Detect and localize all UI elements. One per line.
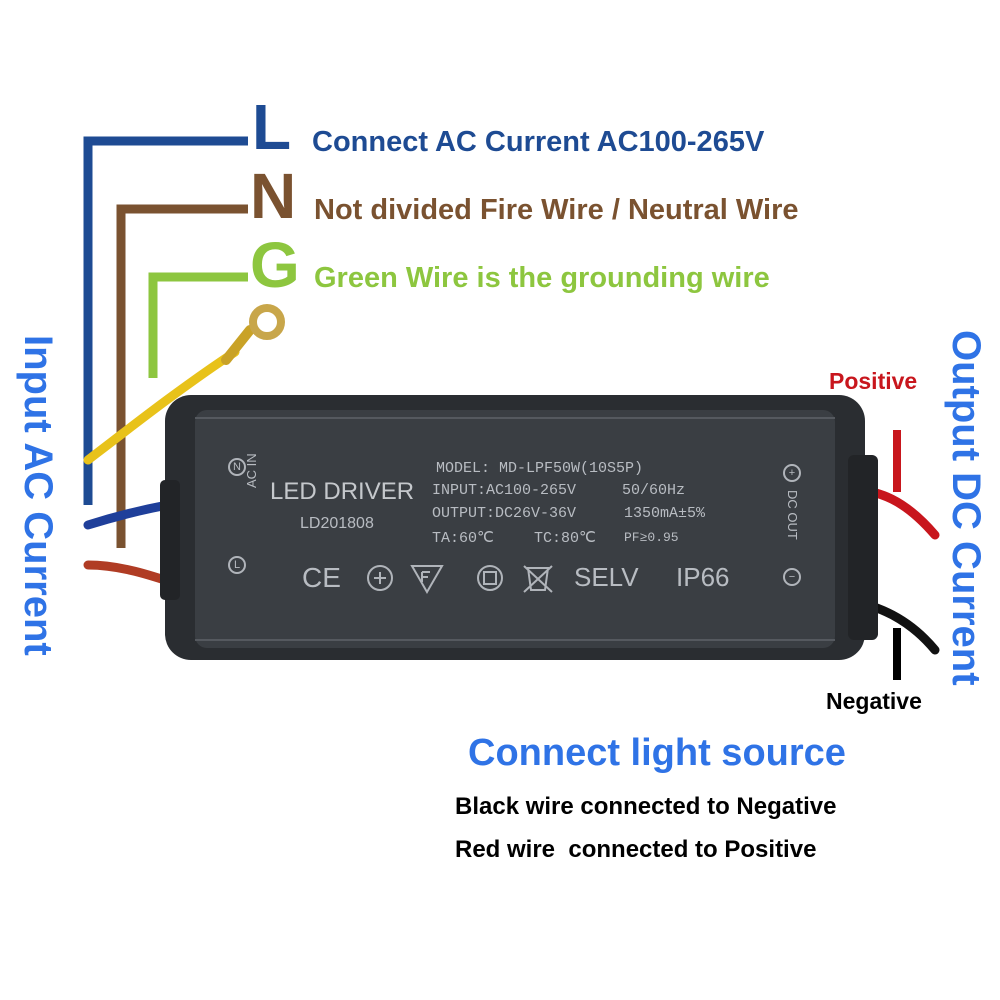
driver-tc: TC:80℃	[534, 530, 596, 547]
output-dc-label: Output DC Current	[944, 330, 988, 686]
driver-title: LED DRIVER	[270, 478, 415, 505]
instruction-line-1: Black wire connected to Negative	[455, 793, 837, 820]
n-terminal-mark: N	[228, 458, 246, 476]
driver-face	[195, 410, 835, 648]
transformer-icon	[477, 565, 503, 591]
certification-icons	[367, 565, 553, 595]
driver-frequency: 50/60Hz	[622, 482, 686, 499]
g-wire-guide	[148, 272, 248, 378]
driver-ip: IP66	[676, 562, 730, 592]
g-description: Green Wire is the grounding wire	[314, 262, 770, 294]
yellow-ground-wire	[83, 347, 240, 465]
g-letter: G	[250, 229, 300, 301]
l-letter: L	[252, 91, 292, 163]
l-wire-guide	[83, 136, 248, 505]
l-description: Connect AC Current AC100-265V	[312, 126, 765, 158]
ring-terminal-eye	[249, 304, 285, 340]
dc-out-label: DC OUT	[785, 490, 800, 540]
driver-current: 1350mA±5%	[624, 505, 706, 522]
n-description: Not divided Fire Wire / Neutral Wire	[314, 194, 799, 226]
positive-label: Positive	[829, 368, 918, 394]
ac-in-label: AC IN	[244, 453, 259, 488]
input-connector	[160, 480, 180, 600]
driver-output: OUTPUT:DC26V-36V	[432, 505, 577, 522]
weee-bin-icon	[523, 565, 553, 593]
output-connector	[848, 455, 878, 640]
minus-terminal-mark: −	[783, 568, 801, 586]
driver-ta: TA:60℃	[432, 530, 494, 547]
driver-pf: PF≥0.95	[624, 530, 679, 545]
l-terminal-mark: L	[228, 556, 246, 574]
connect-light-heading: Connect light source	[468, 732, 846, 774]
n-letter: N	[250, 160, 297, 232]
ring-terminal	[221, 325, 255, 365]
driver-selv: SELV	[574, 562, 639, 592]
negative-label: Negative	[826, 688, 922, 714]
safety-mark-icon	[367, 565, 393, 591]
driver-input: INPUT:AC100-265V	[432, 482, 577, 499]
plus-terminal-mark: +	[783, 464, 801, 482]
ce-mark: CE	[302, 562, 341, 593]
f-mark-icon	[410, 565, 444, 595]
driver-model: MODEL: MD-LPF50W(10S5P)	[436, 460, 644, 477]
input-ac-label: Input AC Current	[16, 335, 60, 656]
instruction-line-2: Red wire connected to Positive	[455, 836, 817, 863]
driver-code: LD201808	[300, 515, 374, 532]
